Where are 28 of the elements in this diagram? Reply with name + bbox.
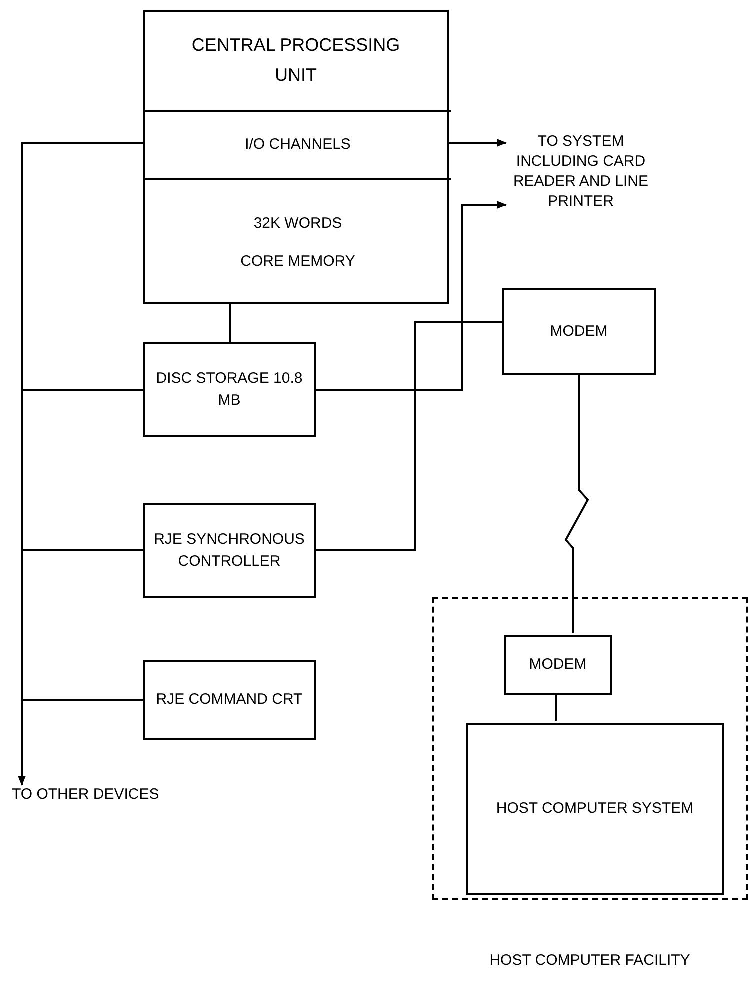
- box-label: CORE MEMORY: [240, 252, 356, 272]
- box-label: MODEM: [528, 655, 588, 675]
- box-label: 32K WORDS: [252, 214, 344, 234]
- modem-box: [504, 635, 612, 695]
- box-label: HOST COMPUTER SYSTEM: [495, 799, 695, 819]
- box-label: RJE SYNCHRONOUS CONTROLLER: [153, 530, 306, 572]
- channel-section: [145, 110, 451, 180]
- storage-box: [143, 342, 316, 437]
- modem-box: [502, 288, 656, 375]
- host-box: [466, 723, 724, 895]
- processor-box: [143, 10, 449, 304]
- connector-line: [229, 304, 231, 342]
- connector-line: [555, 693, 557, 721]
- arrow: [449, 139, 507, 147]
- box-label: RJE COMMAND CRT: [155, 690, 304, 710]
- connector-line: [316, 321, 502, 551]
- box-label: DISC STORAGE 10.8 MB: [155, 368, 304, 410]
- connector-line: [564, 375, 590, 633]
- connector-line: [21, 142, 143, 701]
- boundary-label: HOST COMPUTER FACILITY: [488, 951, 692, 971]
- destination-label: TO OTHER DEVICES: [12, 785, 160, 805]
- box-label: I/O CHANNELS: [244, 135, 352, 155]
- destination-label: TO SYSTEM INCLUDING CARD READER AND LINE PRINTER: [512, 132, 650, 212]
- arrow: [316, 201, 507, 391]
- box-heading: CENTRAL PROCESSING UNIT: [190, 34, 402, 87]
- box-label: MODEM: [549, 322, 609, 342]
- terminal-box: [143, 660, 316, 740]
- controller-box: [143, 503, 316, 598]
